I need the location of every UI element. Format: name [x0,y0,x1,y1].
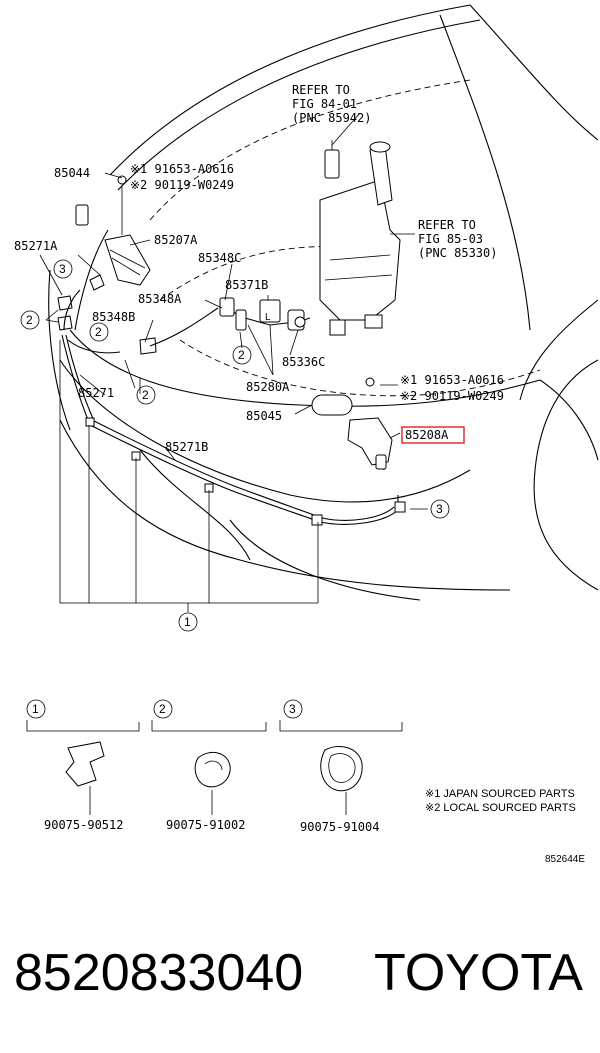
legend-1-part: 90075-90512 [44,818,123,832]
hose-clamp-icon [194,751,231,788]
legend-3-part: 90075-91004 [300,820,379,834]
label-85371B[interactable]: 85371B [225,278,268,292]
left-nozzle-illustration [57,175,157,355]
label-85207A[interactable]: 85207A [154,233,198,247]
washer-tank-illustration [319,140,401,336]
circle-3-right: 3 [436,502,443,516]
ref1-line2: FIG 84-01 [292,97,357,111]
highlight-box [401,426,465,444]
sourcing-top-1: ※1 91653-A0616 [130,162,234,176]
reference-note-tank-motor: REFER TO FIG 84-01 (PNC 85942) [292,83,371,125]
callout-circles: 3 2 2 2 2 3 1 [20,259,450,632]
svg-text:L: L [265,312,271,323]
note-japan-sourced: ※1 JAPAN SOURCED PARTS [425,788,575,800]
ref1-line1: REFER TO [292,83,350,97]
ref2-line2: FIG 85-03 [418,232,483,246]
label-85045[interactable]: 85045 [246,409,282,423]
sourcing-top-2: ※2 90119-W0249 [130,178,234,192]
circle-2-pump: 2 [238,348,245,362]
label-85208A[interactable]: 85208A [405,428,449,442]
label-85271B[interactable]: 85271B [165,440,208,454]
sourcing-mid-2: ※2 90119-W0249 [400,389,504,403]
label-85348B[interactable]: 85348B [92,310,135,324]
label-85271[interactable]: 85271 [78,386,114,400]
ref2-line3: (PNC 85330) [418,246,497,260]
legend-item-2[interactable]: 2 90075-91002 [151,699,267,832]
circle-2-left: 2 [26,313,33,327]
circle-2-center: 2 [95,325,102,339]
car-body-outline [48,4,599,601]
clip-icon [65,741,105,787]
legend-2-number: 2 [159,702,166,716]
ref1-line3: (PNC 85942) [292,111,371,125]
reference-note-washer-tank: REFER TO FIG 85-03 (PNC 85330) [418,218,497,260]
label-85271A[interactable]: 85271A [14,239,58,253]
legend-3-number: 3 [289,702,296,716]
legend-2-part: 90075-91002 [166,818,245,832]
band-clamp-icon [320,746,363,792]
ref2-line1: REFER TO [418,218,476,232]
legend-item-3[interactable]: 3 90075-91004 [279,699,403,834]
footer-brand: TOYOTA [374,944,583,1002]
sourcing-mid-1: ※1 91653-A0616 [400,373,504,387]
legend-item-1[interactable]: 1 90075-90512 [26,699,140,832]
label-85348A[interactable]: 85348A [138,292,182,306]
label-85044[interactable]: 85044 [54,166,90,180]
circle-3-upper: 3 [59,262,66,276]
legend-1-number: 1 [32,702,39,716]
label-85336C[interactable]: 85336C [282,355,325,369]
circle-1-bracket: 1 [184,615,191,629]
circle-2-lower: 2 [142,388,149,402]
label-85280A[interactable]: 85280A [246,380,290,394]
diagram-code: 852644E [545,854,585,865]
note-local-sourced: ※2 LOCAL SOURCED PARTS [425,802,576,814]
leader-lines [39,112,428,612]
label-85348C[interactable]: 85348C [198,251,241,265]
footer-part-number: 8520833040 [14,944,303,1002]
